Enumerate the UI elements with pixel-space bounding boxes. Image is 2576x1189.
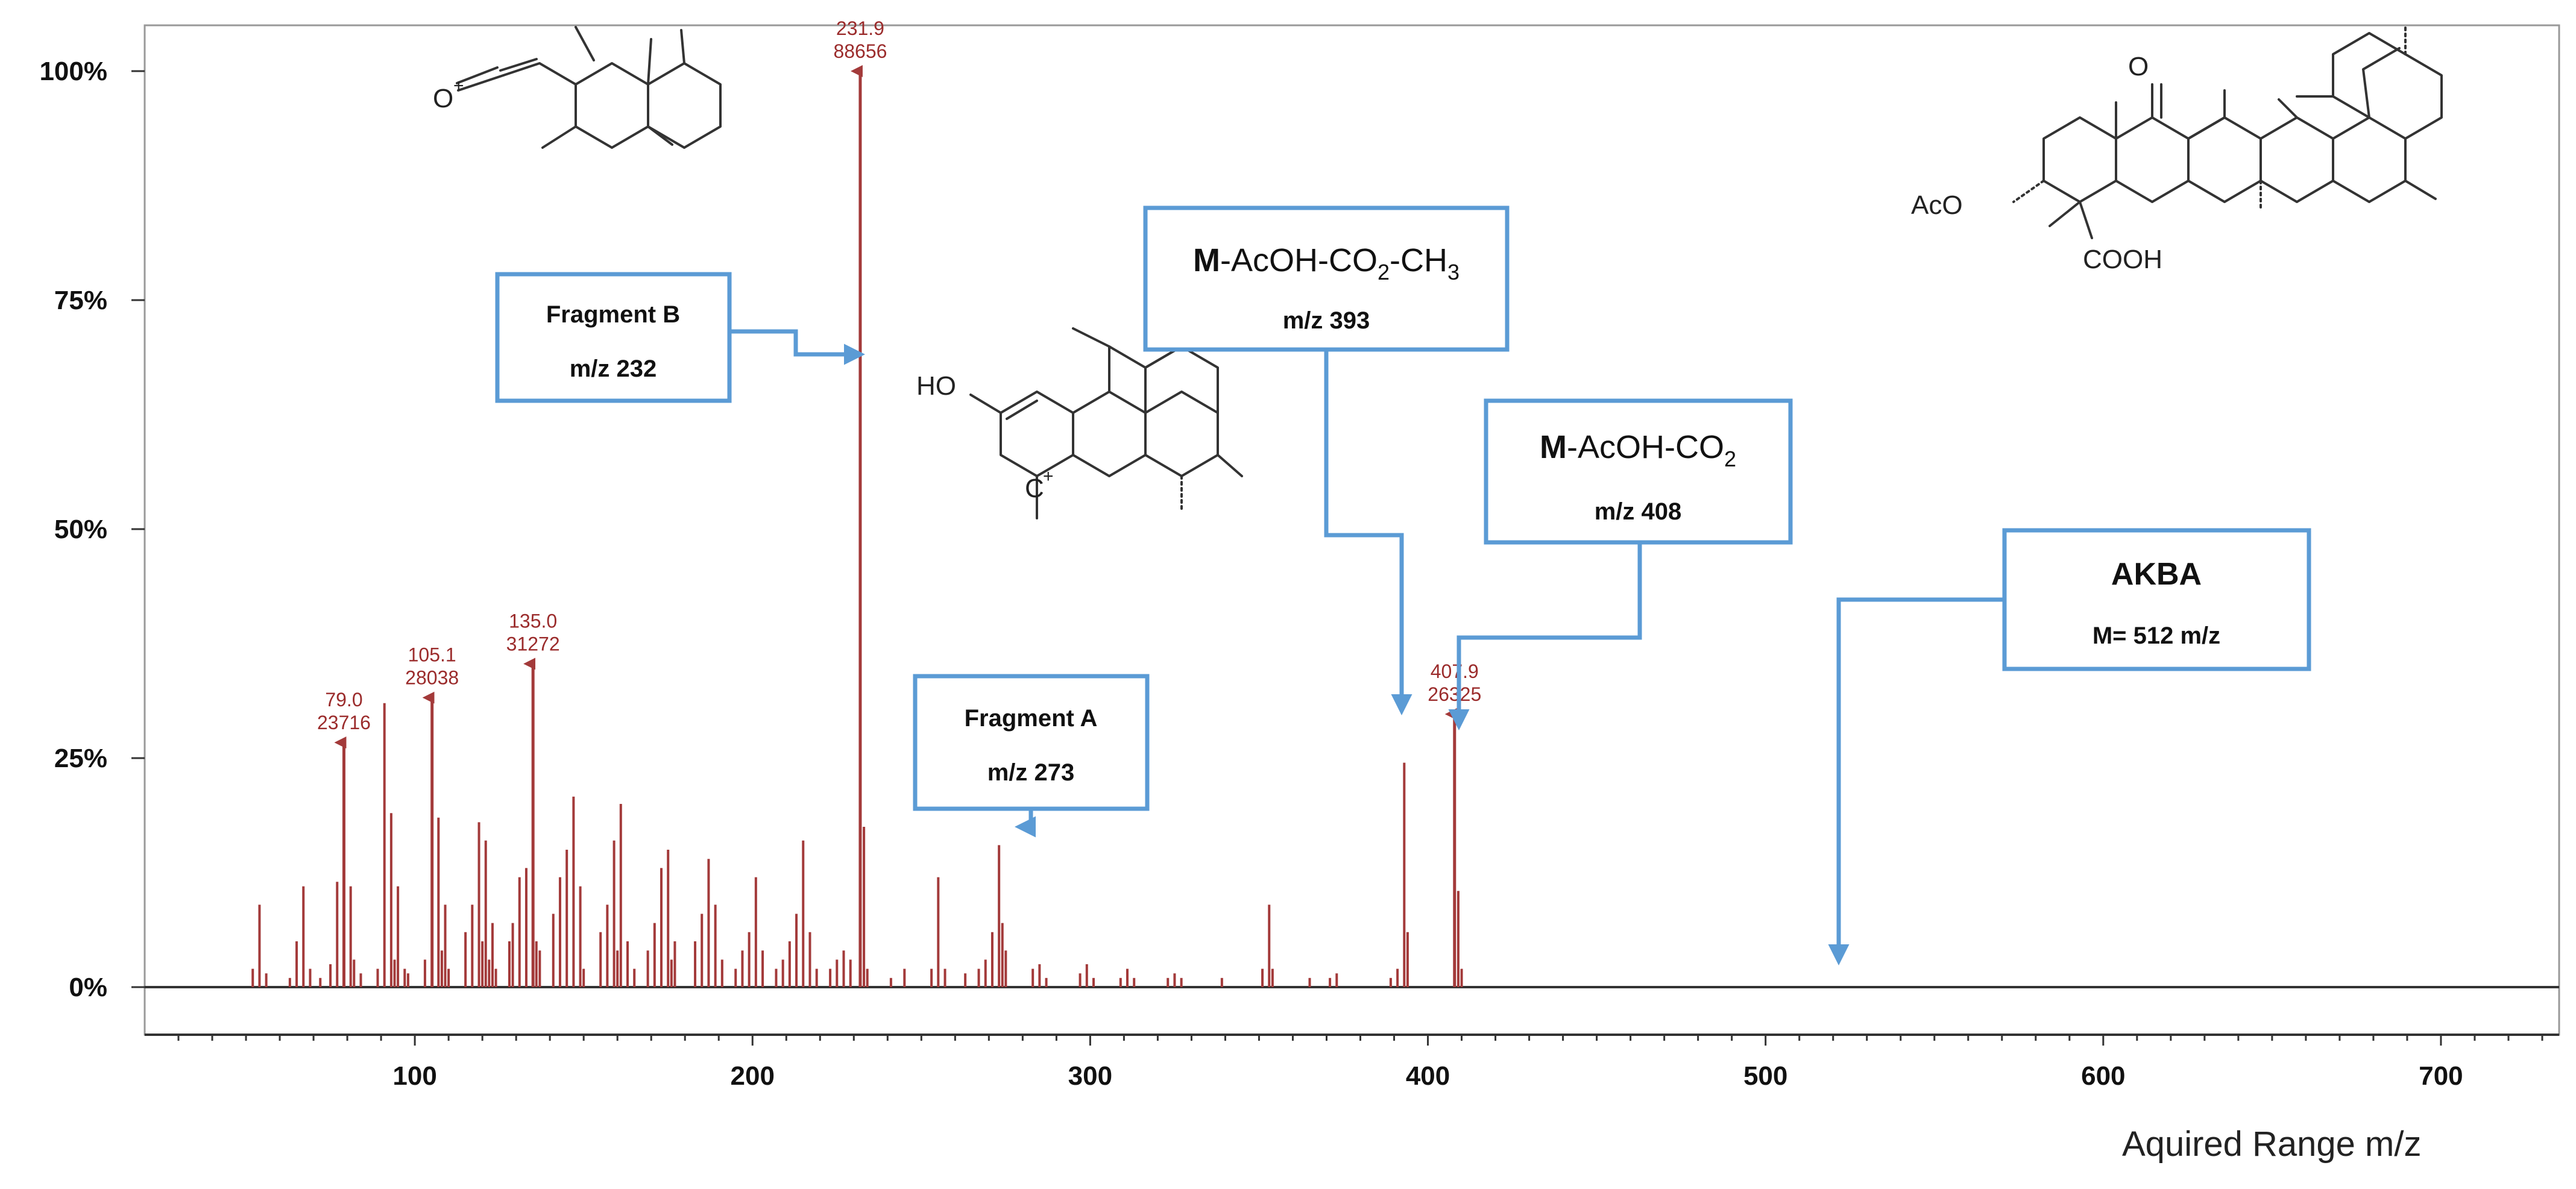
y-tick-label: 100% <box>39 57 107 86</box>
callout-fragment-a: Fragment A m/z 273 <box>913 674 1150 838</box>
x-axis-label: Aquired Range m/z <box>2122 1125 2421 1164</box>
y-axis: 0% 25% 50% 75% 100% <box>39 57 145 1002</box>
peak-mz-label: 407.9 <box>1431 660 1479 682</box>
svg-text:+: + <box>453 76 464 96</box>
x-tick-label: 400 <box>1406 1061 1450 1091</box>
callout-akba: AKBA M= 512 m/z <box>1828 528 2311 965</box>
y-tick-label: 0% <box>69 973 107 1002</box>
svg-text:AcO: AcO <box>1911 190 1963 220</box>
x-tick-label: 600 <box>2081 1061 2125 1091</box>
peak-mz-label: 79.0 <box>325 689 362 711</box>
akba-structure: O AcO COOH <box>1911 23 2443 274</box>
svg-text:O: O <box>433 84 453 113</box>
fragment-b-mz: m/z 232 <box>570 356 657 382</box>
fragment-a-mz: m/z 273 <box>987 759 1075 786</box>
svg-text:O: O <box>2128 52 2149 81</box>
m393-mz: m/z 393 <box>1283 307 1370 334</box>
m408-formula: M-AcOH-CO2 <box>1540 429 1736 471</box>
peaks <box>251 65 1463 987</box>
callout-m393: M-AcOH-CO2-CH3 m/z 393 <box>1143 205 1510 715</box>
peak-mz-label: 135.0 <box>509 610 557 632</box>
svg-text:C: C <box>1025 474 1044 503</box>
peak-count-label: 26325 <box>1428 683 1481 705</box>
x-axis: 100 200 300 400 500 600 700 <box>177 1035 2543 1091</box>
peak-count-label: 31272 <box>506 633 560 654</box>
y-tick-label: 50% <box>54 515 107 544</box>
x-tick-label: 200 <box>731 1061 775 1091</box>
y-tick-label: 25% <box>54 744 107 773</box>
callout-fragment-b: Fragment B m/z 232 <box>495 272 865 403</box>
y-tick-label: 75% <box>54 286 107 315</box>
peak-count-label: 23716 <box>317 712 371 733</box>
peak-count-label: 88656 <box>833 40 887 62</box>
svg-text:COOH: COOH <box>2083 245 2162 274</box>
x-tick-label: 700 <box>2419 1061 2463 1091</box>
callout-m408: M-AcOH-CO2 m/z 408 <box>1448 398 1793 730</box>
fragment-a-structure: HO C + <box>916 309 1243 519</box>
peak-count-label: 28038 <box>405 667 459 689</box>
svg-text:HO: HO <box>916 371 956 401</box>
peak-mz-label: 231.9 <box>836 17 884 39</box>
peak-mz-label: 105.1 <box>408 644 456 666</box>
m393-formula: M-AcOH-CO2-CH3 <box>1193 242 1460 284</box>
x-tick-label: 500 <box>1743 1061 1787 1091</box>
fragment-a-name: Fragment A <box>965 705 1098 732</box>
akba-mass: M= 512 m/z <box>2093 623 2220 649</box>
akba-name: AKBA <box>2111 557 2202 592</box>
fragment-b-name: Fragment B <box>546 301 680 328</box>
m408-mz: m/z 408 <box>1595 498 1682 525</box>
fragment-b-structure: O + <box>433 26 722 149</box>
x-tick-label: 100 <box>392 1061 436 1091</box>
x-tick-label: 300 <box>1068 1061 1112 1091</box>
svg-text:+: + <box>1043 466 1054 486</box>
